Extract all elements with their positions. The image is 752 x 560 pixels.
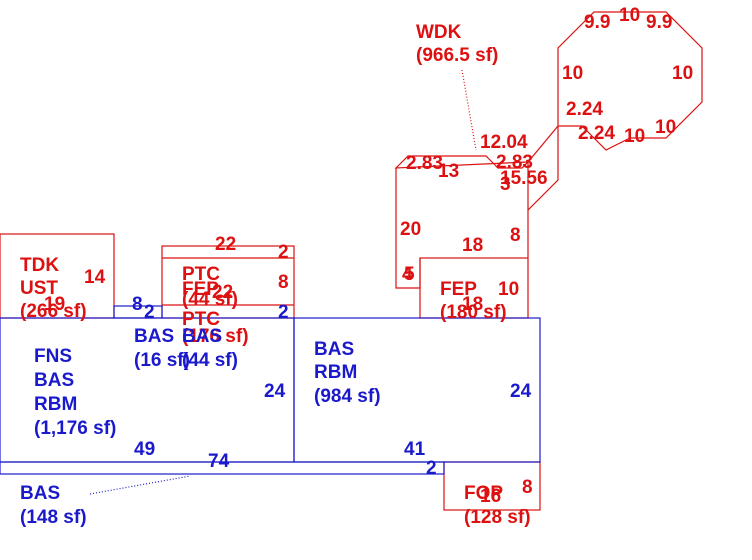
dim-bas-2: 2 bbox=[144, 302, 155, 323]
fop-label: FOP (128 sf) bbox=[464, 483, 531, 528]
blue-outlines bbox=[0, 305, 541, 495]
dim-fop-8: 8 bbox=[522, 477, 533, 498]
dim-fop-16: 16 bbox=[480, 486, 501, 507]
fns-label: FNS BAS RBM (1,176 sf) bbox=[34, 346, 116, 439]
ptc-label: PTC FEP (44 sf) PTC (176 sf) bbox=[182, 264, 249, 347]
dim-deck-1556: 15.56 bbox=[500, 168, 548, 189]
dim-oct-10-right: 10 bbox=[672, 63, 693, 84]
bas-rbm-label: BAS RBM (984 sf) bbox=[314, 339, 381, 407]
dim-deck-13: 13 bbox=[438, 161, 459, 182]
bas-148-outline bbox=[0, 461, 445, 475]
dim-oct-10-bottom: 10 bbox=[624, 126, 645, 147]
dim-fep-18-top: 18 bbox=[462, 235, 483, 256]
dim-deck-1204: 12.04 bbox=[480, 132, 528, 153]
dim-oct-224-a: 2.24 bbox=[566, 99, 603, 120]
tdk-label: TDK UST (266 sf) bbox=[20, 255, 87, 322]
dim-fns-24: 24 bbox=[264, 381, 286, 402]
bas-16-outline bbox=[113, 305, 163, 319]
dim-rbm-41: 41 bbox=[404, 439, 426, 460]
dim-deck-4: 4 bbox=[402, 264, 413, 285]
dim-deck-283-left: 2.83 bbox=[406, 153, 443, 174]
deck-left-outline bbox=[395, 168, 421, 289]
bas-44-label: BAS (44 sf) bbox=[182, 326, 238, 371]
dim-oct-10-br: 10 bbox=[655, 117, 676, 138]
bas-16-label: BAS (16 sf) bbox=[134, 326, 190, 371]
deck-octagon-outline bbox=[394, 11, 703, 212]
fep-label: FEP (180 sf) bbox=[440, 279, 507, 323]
dim-oct-10-left: 10 bbox=[562, 63, 583, 84]
dim-deck-283-right: 2.83 bbox=[496, 152, 533, 173]
dim-tdk-14: 14 bbox=[84, 267, 106, 288]
dim-oct-99-left: 9.9 bbox=[584, 12, 610, 33]
wdk-label: WDK (966.5 sf) bbox=[416, 22, 498, 66]
dim-fep-18-mid: 18 bbox=[462, 294, 483, 315]
dim-fns-49: 49 bbox=[134, 439, 155, 460]
dim-bas-8: 8 bbox=[132, 294, 143, 315]
dim-deck-5: 5 bbox=[404, 264, 415, 285]
dim-deck-3: 3 bbox=[500, 174, 511, 195]
wdk-leader-line bbox=[461, 69, 477, 151]
dim-ptc-2-top: 2 bbox=[278, 242, 289, 263]
dim-oct-224-b: 2.24 bbox=[578, 123, 615, 144]
red-labels: TDK UST (266 sf) 14 19 22 2 8 PTC FEP (4… bbox=[20, 5, 693, 528]
dim-oct-10-top: 10 bbox=[619, 5, 640, 26]
dim-rbm-2: 2 bbox=[426, 458, 437, 479]
dim-fep-8: 8 bbox=[510, 225, 521, 246]
blue-labels: 8 2 2 BAS (16 sf) BAS (44 sf) FNS BAS RB… bbox=[20, 294, 532, 528]
dim-bottom-74: 74 bbox=[208, 451, 230, 472]
dim-fep-10: 10 bbox=[498, 279, 519, 300]
dim-deck-20: 20 bbox=[400, 219, 421, 240]
dim-ptc-22-top: 22 bbox=[215, 234, 236, 255]
dim-rbm-24: 24 bbox=[510, 381, 532, 402]
dim-tdk-19: 19 bbox=[44, 294, 65, 315]
bas-148-leader-line bbox=[89, 475, 191, 495]
dim-ptc-2-mid: 2 bbox=[278, 302, 289, 323]
dim-ptc-8: 8 bbox=[278, 272, 289, 293]
dim-oct-99-right: 9.9 bbox=[646, 12, 672, 33]
dim-ptc-22-mid: 22 bbox=[212, 282, 233, 303]
bas-148-label: BAS (148 sf) bbox=[20, 483, 87, 528]
